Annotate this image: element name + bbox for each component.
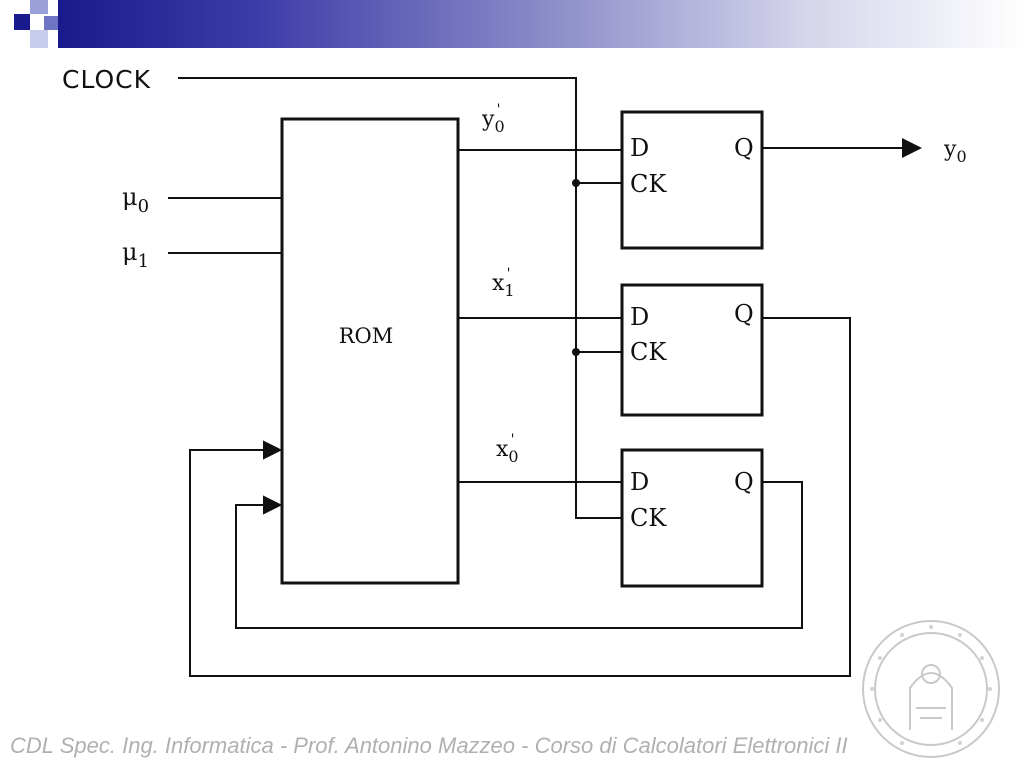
input-mu0-label: μ0 [122, 183, 149, 217]
feedback-arrowhead [263, 440, 283, 460]
logo-square-dark [14, 14, 30, 30]
ff-d-label: D [630, 468, 649, 496]
ff-q-label: Q [734, 134, 754, 162]
junctions [572, 179, 580, 356]
ff-q-label: Q [734, 468, 754, 496]
svg-text:μ1: μ1 [122, 238, 149, 272]
svg-text:y0: y0 [943, 137, 967, 166]
feedback-x0-wire [235, 481, 803, 629]
feedback-arrowhead [263, 495, 283, 515]
ff-ck-label: CK [630, 338, 667, 366]
clock-label: CLOCK [62, 65, 151, 94]
feedback-x1-wire [189, 317, 851, 677]
rom-block [280, 117, 460, 585]
svg-text:y0': y0' [481, 102, 505, 136]
flipflop-box [620, 110, 764, 250]
university-seal-watermark [862, 620, 1000, 758]
svg-text:x1': x1' [492, 266, 515, 300]
clock-wire [178, 77, 622, 519]
junction-dot [572, 348, 580, 356]
junction-dot [572, 179, 580, 187]
slide-footer: CDL Spec. Ing. Informatica - Prof. Anton… [10, 733, 848, 758]
ff-ck-label: CK [630, 504, 667, 532]
svg-text:x0': x0' [496, 432, 519, 466]
logo-square-light [30, 30, 48, 48]
logo-square-mid [44, 16, 58, 30]
y0prime-label: y0' [481, 102, 505, 136]
output-y0-label: y0 [943, 137, 967, 166]
x0prime-label: x0' [496, 432, 519, 466]
input-mu1-label: μ1 [122, 238, 149, 272]
ff-d-label: D [630, 303, 649, 331]
slide-title-bar [0, 0, 1024, 48]
ff-ck-label: CK [630, 170, 667, 198]
ff-q-label: Q [734, 300, 754, 328]
flipflop-x1: D CK Q [620, 283, 764, 417]
logo-square-light [30, 0, 48, 14]
feedback-arrowheads [263, 440, 283, 515]
flipflop-x0: D CK Q [620, 448, 764, 588]
flipflop-box [620, 283, 764, 417]
title-gradient-band [58, 0, 1024, 48]
svg-text:μ0: μ0 [122, 183, 149, 217]
rom-label: ROM [339, 324, 394, 348]
ff-d-label: D [630, 134, 649, 162]
flipflop-box [620, 448, 764, 588]
wires [168, 77, 922, 677]
flipflop-y0: D CK Q [620, 110, 764, 250]
x1prime-label: x1' [492, 266, 515, 300]
